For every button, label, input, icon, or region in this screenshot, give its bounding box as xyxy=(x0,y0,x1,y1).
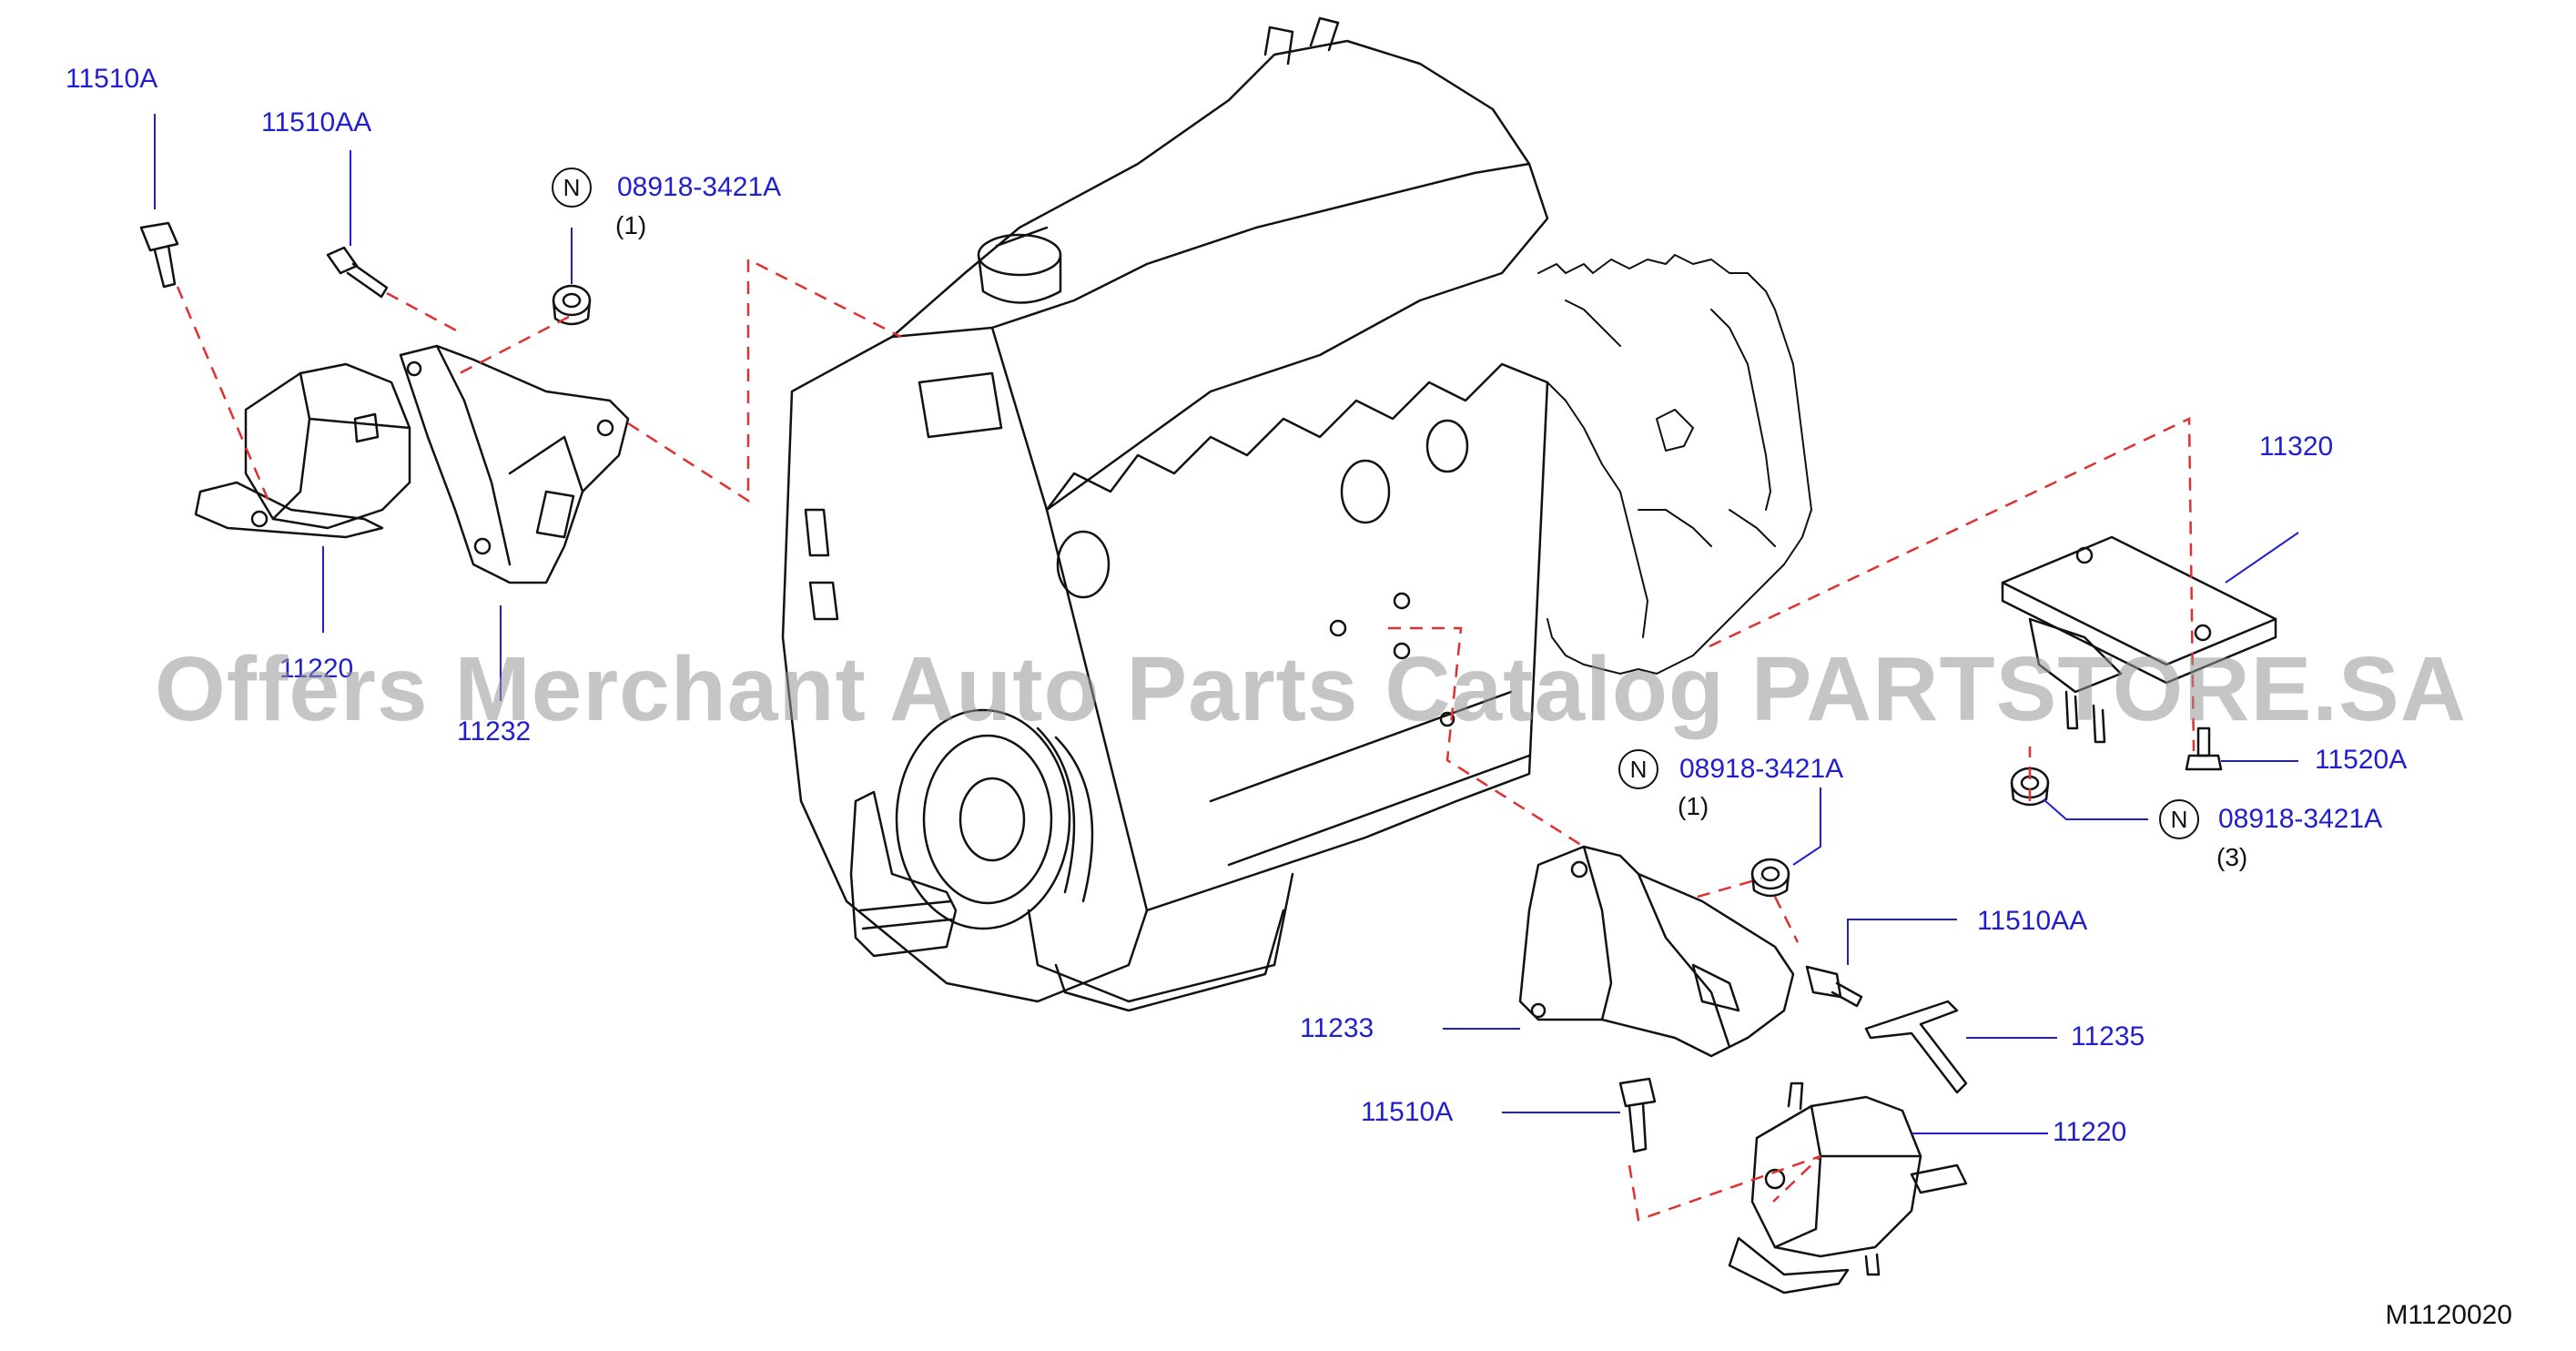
nut-icon xyxy=(552,284,592,326)
engine-illustration xyxy=(781,16,1549,1012)
bolt-icon xyxy=(139,221,179,289)
part-label-11520a[interactable]: 11520A xyxy=(2315,745,2408,775)
n-badge-right: N xyxy=(2159,799,2199,839)
part-label-11235[interactable]: 11235 xyxy=(2071,1021,2145,1051)
insulator-icon xyxy=(194,362,411,539)
bolt-icon xyxy=(2185,726,2223,771)
mount-bracket-icon xyxy=(1864,1000,1968,1094)
part-label-11233[interactable]: 11233 xyxy=(1300,1013,1374,1043)
bolt-icon xyxy=(1618,1077,1657,1153)
insulator-icon xyxy=(1728,1082,1968,1295)
n-badge-mid: N xyxy=(1618,749,1658,789)
transmission-illustration xyxy=(1537,254,1812,675)
part-label-11510a-top[interactable]: 11510A xyxy=(66,64,158,94)
bolt-icon xyxy=(326,246,389,299)
part-label-08918-mid[interactable]: 08918-3421A xyxy=(1679,754,1844,784)
part-label-08918-right[interactable]: 08918-3421A xyxy=(2218,804,2383,834)
qty-08918-mid: (1) xyxy=(1678,792,1709,820)
part-label-11510aa-bottom[interactable]: 11510AA xyxy=(1977,906,2088,936)
qty-08918-right: (3) xyxy=(2216,843,2248,871)
assembly-lines xyxy=(176,257,2196,1222)
part-label-11320[interactable]: 11320 xyxy=(2259,432,2334,462)
part-label-11510aa-top[interactable]: 11510AA xyxy=(261,107,372,137)
leader-lines xyxy=(154,114,2299,1134)
nut-icon xyxy=(1750,858,1790,898)
n-badge-top: N xyxy=(552,168,592,208)
part-label-11220-bottom[interactable]: 11220 xyxy=(2053,1117,2127,1147)
qty-08918-top: (1) xyxy=(615,211,647,239)
mount-bracket-icon xyxy=(399,344,630,584)
mount-bracket-icon xyxy=(1518,845,1795,1058)
part-label-11232[interactable]: 11232 xyxy=(457,716,532,747)
part-label-11510a-bottom[interactable]: 11510A xyxy=(1361,1097,1454,1127)
diagram-code: M1120020 xyxy=(2385,1300,2512,1330)
part-label-11220-left[interactable]: 11220 xyxy=(279,654,354,684)
bolt-icon xyxy=(1805,965,1863,1008)
part-label-08918-top[interactable]: 08918-3421A xyxy=(617,172,782,202)
mount-bracket-icon xyxy=(2001,535,2277,744)
